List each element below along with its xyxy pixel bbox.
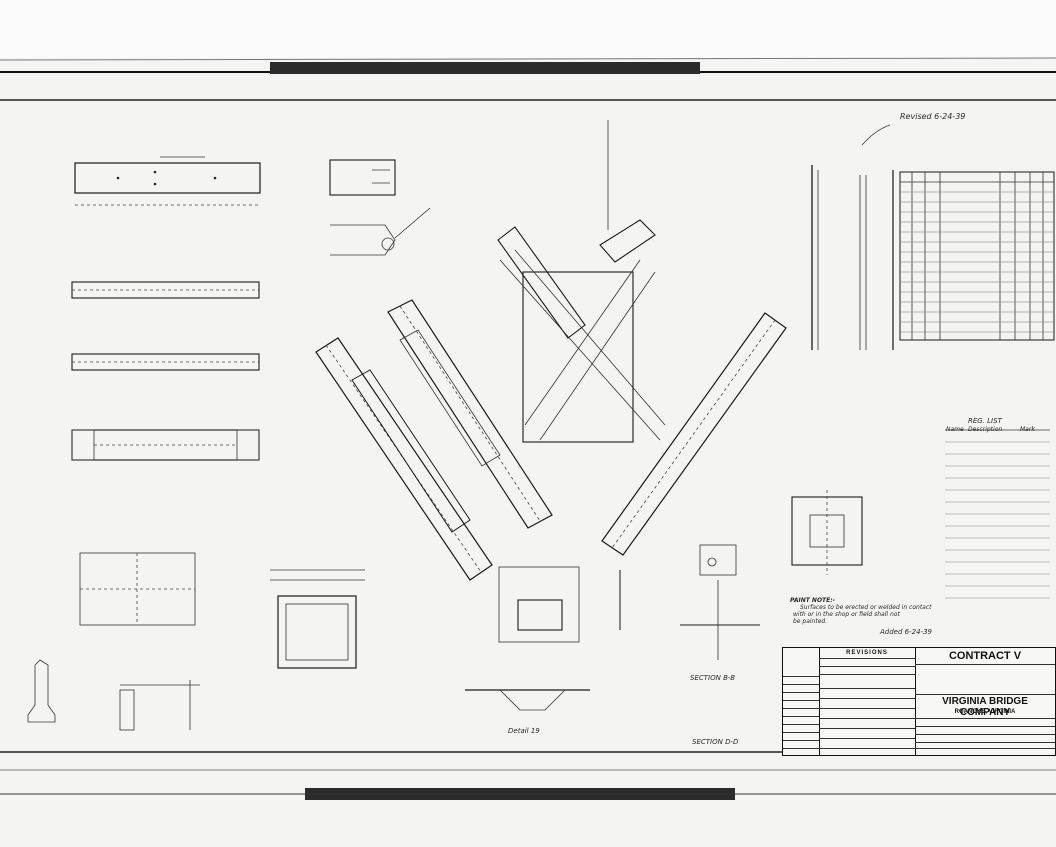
paint-note-line-1: Surfaces to be erected or welded in cont… — [800, 604, 932, 611]
angle-detail-l3 — [71, 429, 260, 461]
angle-detail-l2 — [71, 353, 260, 371]
plate-detail-top-left — [74, 156, 261, 206]
detail-19-drawing — [465, 689, 590, 711]
angle-detail-l1 — [71, 281, 260, 299]
reg-list-col-description: Description — [968, 426, 1003, 433]
company-city: ROANOKE, VIRGINIA — [954, 709, 1016, 715]
column-base-plate-detail — [791, 490, 863, 575]
company-name: VIRGINIA BRIDGE COMPANY — [942, 696, 1028, 718]
paint-note-line-2: with or in the shop or field shall not — [793, 611, 900, 618]
section-dd-label: SECTION D-D — [692, 738, 739, 746]
title-block-main: CONTRACT V VIRGINIA BRIDGE COMPANY ROANO… — [915, 648, 1055, 755]
base-plate-detail — [79, 552, 196, 626]
title-block: REVISIONS CONTRACT V VIRGINIA BRIDGE COM… — [782, 647, 1056, 756]
section-plate-detail — [498, 566, 621, 643]
revisions-panel: REVISIONS — [819, 648, 916, 755]
ladder-elevation — [811, 165, 894, 350]
section-bb-label: SECTION B-B — [690, 674, 736, 682]
detail-19-label: Detail 19 — [508, 727, 540, 735]
x-brace-assembly — [497, 120, 666, 443]
revision-leader-line — [861, 124, 891, 146]
contract-label: CONTRACT V — [948, 650, 1022, 662]
title-block-index-column — [783, 648, 820, 755]
paint-note-line-3: be painted. — [793, 618, 828, 625]
lantern-support-casting — [329, 159, 431, 256]
diagonal-member-d2 — [601, 312, 787, 556]
top-binding-strip — [270, 62, 700, 74]
reg-list-title: REG. LIST — [968, 417, 1002, 425]
revised-note: Revised 6-24-39 — [900, 112, 966, 121]
gusset-plate-detail — [270, 569, 365, 669]
bill-of-material-table — [899, 171, 1055, 341]
reg-list-col-name: Name — [946, 426, 964, 433]
bolt-anchor-detail — [27, 659, 200, 731]
diagonal-member-d1 — [315, 337, 493, 581]
added-note: Added 6-24-39 — [880, 628, 932, 636]
reg-list-lines — [945, 429, 1050, 599]
revisions-heading: REVISIONS — [846, 650, 888, 656]
diagonal-member-d3 — [387, 299, 553, 529]
section-bb-drawing — [680, 544, 760, 660]
reg-list-col-mark: Mark — [1020, 426, 1035, 433]
paint-note-title: PAINT NOTE:- — [790, 597, 836, 604]
